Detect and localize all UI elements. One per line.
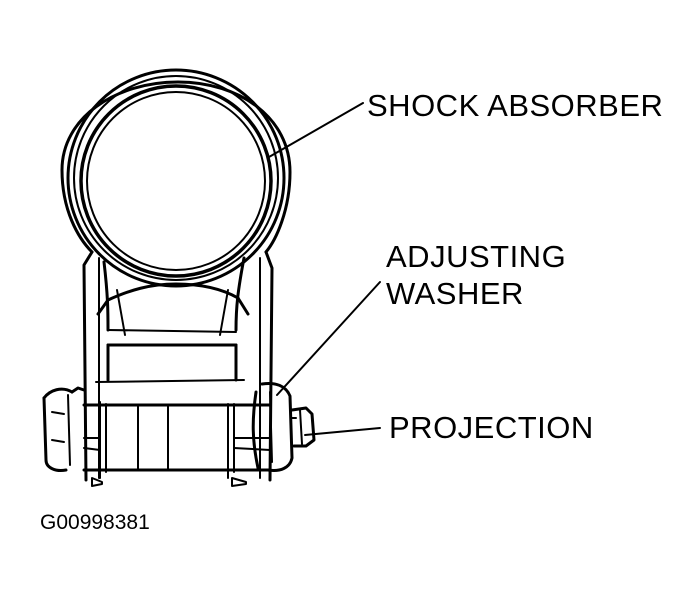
figure-id: G00998381 <box>40 511 150 534</box>
adjusting-washer-label-line1: ADJUSTING <box>386 239 567 274</box>
projection-leader <box>304 427 381 436</box>
projection-label: PROJECTION <box>389 410 594 445</box>
leader-lines <box>268 102 381 436</box>
shock-absorber-eye <box>60 68 292 288</box>
adjusting-washer-label-line2: WASHER <box>386 276 524 311</box>
bolt-assembly <box>42 379 272 487</box>
shock-absorber-label: SHOCK ABSORBER <box>367 88 664 123</box>
adjusting-washer <box>251 382 316 472</box>
shock-absorber-leader <box>268 102 364 158</box>
adjusting-washer-leader <box>276 281 381 396</box>
